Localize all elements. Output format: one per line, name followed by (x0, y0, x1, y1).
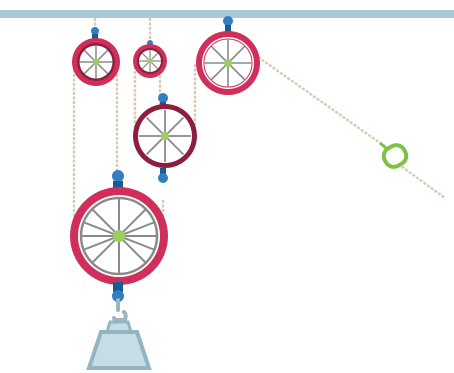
pulley-wheel-icon (196, 16, 260, 95)
pulley-wheel-icon (70, 170, 168, 302)
pull-ring-icon (380, 142, 410, 170)
hook-icon (114, 300, 126, 323)
rope-segment (258, 57, 390, 150)
pulley-wheel-icon (133, 40, 167, 78)
rope-segment (398, 164, 445, 198)
weight-icon (89, 322, 149, 368)
pulley-wheel-icon (72, 27, 120, 86)
pulley-wheel-icon (133, 93, 197, 183)
